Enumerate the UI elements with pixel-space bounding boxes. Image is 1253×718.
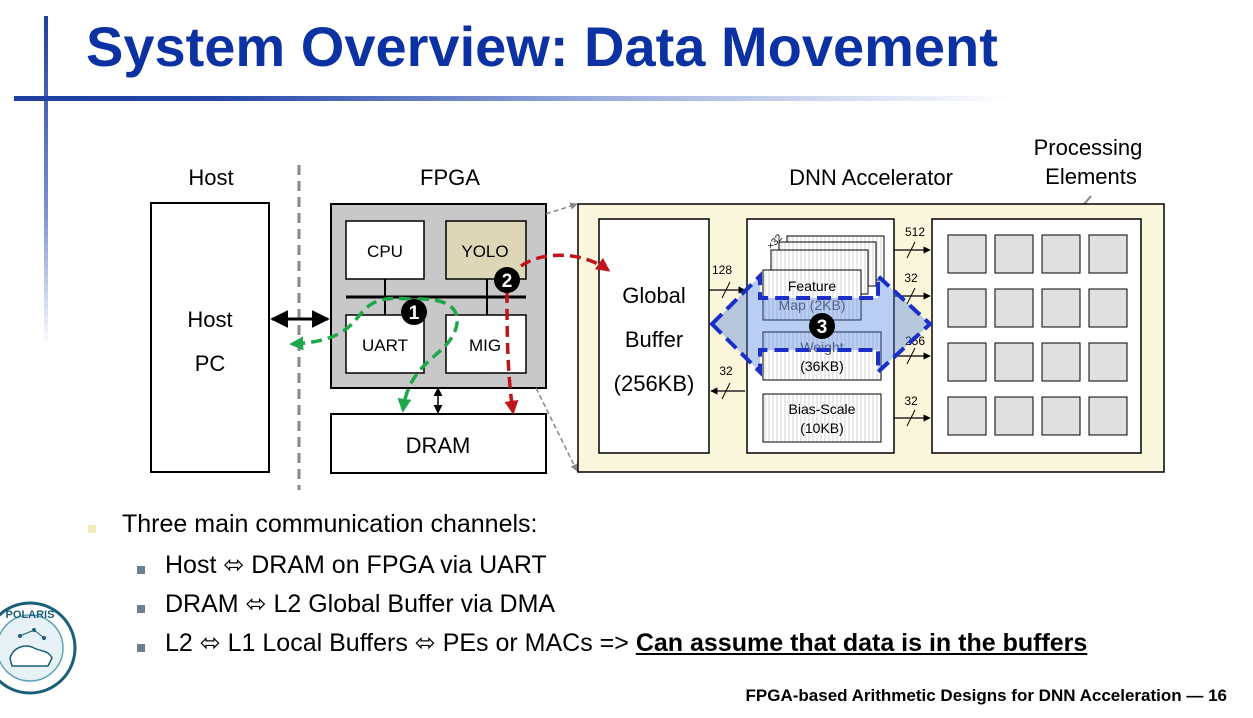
uart-label: UART	[362, 336, 408, 355]
bullet-marker-main	[88, 525, 96, 533]
processing-element	[947, 396, 987, 436]
processing-element	[994, 288, 1034, 328]
processing-element	[1041, 288, 1081, 328]
bullet-marker-sub1	[137, 566, 145, 574]
polaris-logo-text: POLARIS	[6, 609, 55, 621]
slide-footer: FPGA-based Arithmetic Designs for DNN Ac…	[745, 686, 1227, 705]
feature-map-label-line1: Feature	[788, 278, 836, 294]
bullet-sub2: DRAM ⬄ L2 Global Buffer via DMA	[165, 590, 556, 618]
bw-label-32-gb: 32	[719, 364, 733, 378]
pe-header-line1: Processing	[1034, 135, 1143, 160]
global-buffer-box	[598, 218, 710, 454]
processing-element	[1088, 288, 1128, 328]
host-pc-box	[150, 202, 270, 473]
host-dram-green-path-to-dram	[397, 297, 459, 413]
dram-box	[330, 413, 547, 474]
global-buffer-label-line3: (256KB)	[614, 371, 695, 396]
polaris-logo: POLARIS	[0, 601, 77, 695]
badge-3	[809, 313, 835, 339]
processing-element	[947, 288, 987, 328]
processing-element	[994, 234, 1034, 274]
bw-label-32-feat: 32	[904, 271, 918, 285]
dram-gb-red-path-to-dram	[504, 291, 519, 415]
processing-element	[947, 234, 987, 274]
bias-scale-label-line2: (10KB)	[800, 420, 844, 436]
feature-map-label-line2: Map (2KB)	[779, 297, 846, 313]
host-pc-label-line1: Host	[187, 307, 232, 332]
pe-header-line2: Elements	[1045, 164, 1137, 189]
processing-element	[994, 396, 1034, 436]
feature-map-buffer	[762, 269, 862, 321]
bw-label-256: 256	[905, 334, 925, 348]
processing-element	[1041, 396, 1081, 436]
weight-buffer	[762, 331, 882, 381]
dram-label: DRAM	[406, 433, 471, 458]
bw-tick-32-feat	[906, 287, 916, 305]
title-accent-vertical-bar	[44, 16, 48, 346]
bw-label-32-bias: 32	[904, 394, 918, 408]
badge-1	[401, 299, 427, 325]
fpga-header: FPGA	[420, 165, 480, 190]
processing-element	[1041, 234, 1081, 274]
bw-tick-128	[721, 281, 731, 299]
mig-block	[445, 314, 527, 374]
dram-gb-red-path-to-gb	[519, 253, 611, 272]
dnn-accelerator-header: DNN Accelerator	[789, 165, 953, 190]
bw-label-128: 128	[712, 263, 732, 277]
host-pc-label-line2: PC	[195, 351, 226, 376]
weight-label-line1: Weight	[800, 339, 843, 355]
yolo-label: YOLO	[461, 242, 508, 261]
mig-label: MIG	[469, 336, 501, 355]
global-buffer-label-line1: Global	[622, 283, 686, 308]
bw-tick-32-bias	[906, 409, 916, 427]
bullet-marker-sub2	[137, 605, 145, 613]
processing-element	[1088, 342, 1128, 382]
processing-element	[994, 342, 1034, 382]
badge-1-label: 1	[409, 303, 420, 324]
processing-element	[1088, 396, 1128, 436]
bullet-marker-sub3	[137, 644, 145, 652]
bias-scale-buffer	[762, 393, 882, 443]
bullet-main: Three main communication channels:	[122, 510, 538, 538]
cpu-block	[345, 220, 425, 280]
badge-3-label: 3	[817, 317, 828, 338]
host-header: Host	[188, 165, 233, 190]
bullet-sub3-text: L2 ⬄ L1 Local Buffers ⬄ PEs or MACs =>	[165, 629, 636, 657]
bias-scale-label-line1: Bias-Scale	[789, 401, 856, 417]
bw-tick-512	[906, 241, 916, 259]
host-dram-green-path-to-host	[289, 296, 411, 351]
bw-tick-32-gb	[721, 382, 731, 400]
processing-element	[1041, 342, 1081, 382]
badge-2	[494, 267, 520, 293]
bullet-sub1: Host ⬄ DRAM on FPGA via UART	[165, 551, 547, 579]
processing-element	[947, 342, 987, 382]
bullet-sub3-emphasis: Can assume that data is in the buffers	[635, 629, 1088, 657]
bullet-sub3: L2 ⬄ L1 Local Buffers ⬄ PEs or MACs => C…	[165, 628, 1087, 658]
badge-2-label: 2	[502, 271, 513, 292]
title-underline-bar	[14, 96, 1014, 101]
weight-label-line2: (36KB)	[800, 358, 844, 374]
slide-title: System Overview: Data Movement	[86, 15, 998, 78]
zoom-line-top	[545, 202, 578, 215]
uart-block	[345, 314, 425, 374]
processing-element	[1088, 234, 1128, 274]
cpu-label: CPU	[367, 242, 403, 261]
bw-label-512: 512	[905, 225, 925, 239]
pe-grid	[947, 234, 1128, 436]
bw-tick-256	[906, 347, 916, 365]
global-buffer-label-line2: Buffer	[625, 327, 683, 352]
